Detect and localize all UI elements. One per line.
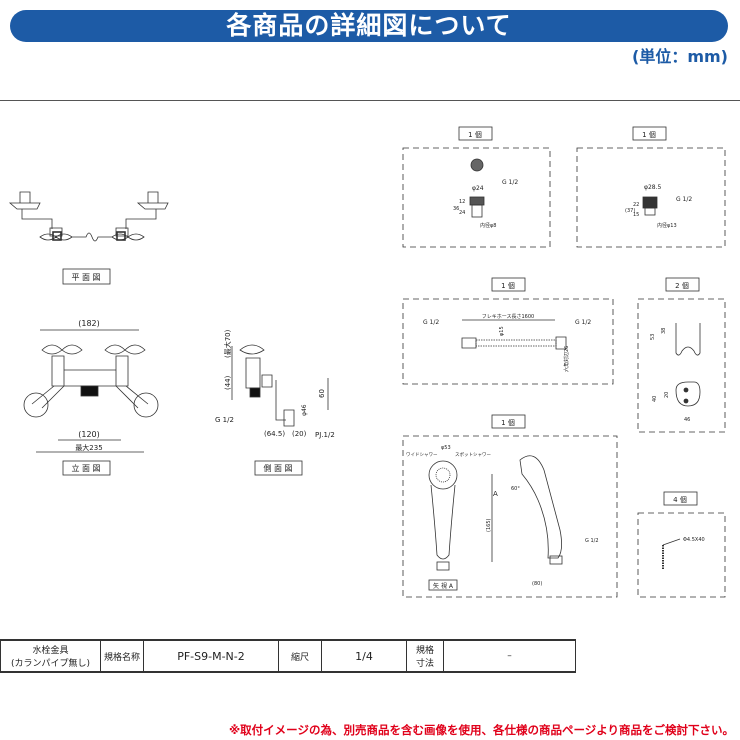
holder-qty: 2 個	[675, 281, 689, 290]
hose-d15: φ15	[499, 326, 505, 336]
model-value: PF-S9-M-N-2	[143, 639, 279, 673]
footnote: ※取付イメージの為、別売商品を含む画像を使用、各仕様の商品ページより商品をご検討…	[229, 723, 734, 737]
shower-arrow-a: A	[493, 490, 498, 498]
scale-label: 縮尺	[278, 639, 322, 673]
adapter1-qty: 1 個	[468, 130, 482, 139]
size-value: –	[443, 639, 576, 673]
shower-d53: φ53	[441, 445, 451, 451]
adapter2-h15: 15	[633, 212, 639, 218]
shower-w80: (80)	[532, 581, 542, 587]
adapter1-h36: 36	[453, 206, 459, 212]
shower-head-drawing: 1 個 φ53 ワイドシャワー スポットシャワー 矢 視 A A 60° (16…	[402, 414, 618, 598]
table-row: 水栓金具 (カランパイプ無し) 規格名称 PF-S9-M-N-2 縮尺 1/4 規…	[0, 639, 576, 673]
shower-spot: スポットシャワー	[455, 451, 491, 458]
divider	[0, 100, 740, 101]
shower-qty: 1 個	[501, 418, 515, 427]
page-title: 各商品の詳細図について	[10, 10, 728, 42]
hose-qty: 1 個	[501, 281, 515, 290]
dim-44: (44)	[224, 375, 232, 390]
dim-120: (120)	[78, 430, 100, 439]
adapter1-h24: 24	[459, 210, 465, 216]
shower-wide: ワイドシャワー	[406, 452, 438, 458]
shower-angle: 60°	[511, 486, 520, 492]
dim-max70: (最大70)	[223, 329, 232, 358]
faucet-side-view: (最大70) (44) 60 φ46 G 1/2 PJ.1/2 (64.5) (…	[215, 329, 335, 476]
plan-view-label: 平 面 図	[71, 273, 100, 282]
dim-64-5: (64.5)	[264, 430, 285, 438]
screw-qty: 4 個	[673, 495, 687, 504]
shower-h165: (165)	[486, 519, 492, 532]
adapter1-h12: 12	[459, 199, 465, 205]
dim-20: (20)	[292, 430, 307, 438]
adapter-1-drawing: 1 個 φ24 G 1/2 36 12 24 内径φ8	[402, 126, 551, 248]
product-name-line2: (カランパイプ無し)	[10, 659, 91, 669]
size-label-2: 寸法	[415, 659, 434, 669]
dim-max235: 最大235	[75, 443, 102, 452]
adapter1-g: G 1/2	[502, 179, 518, 186]
spec-table: 水栓金具 (カランパイプ無し) 規格名称 PF-S9-M-N-2 縮尺 1/4 規…	[0, 639, 576, 673]
dim-46: φ46	[301, 404, 308, 416]
g12-label: G 1/2	[215, 416, 234, 424]
screw-drawing: 4 個 Φ4.5X40	[637, 491, 726, 598]
faucet-front-view: (182) (120) 最大235 立 面 図	[23, 319, 159, 476]
unit-label: (単位：mm)	[632, 47, 728, 66]
hose-length: フレキホース長さ1600	[482, 313, 534, 320]
faucet-plan-view: 平 面 図	[8, 191, 169, 285]
adapter2-h22: 22	[633, 202, 639, 208]
hose-g-right: G 1/2	[575, 319, 591, 326]
hose-g-left: G 1/2	[423, 319, 439, 326]
size-label-1: 規格	[415, 646, 434, 656]
pj12-label: PJ.1/2	[315, 431, 335, 439]
shower-g: G 1/2	[585, 538, 599, 544]
product-name-line1: 水栓金具	[32, 646, 69, 656]
holder-h40: 40	[652, 396, 658, 402]
holder-h20: 20	[664, 392, 670, 398]
scale-value: 1/4	[321, 639, 407, 673]
holder-w46: 46	[684, 417, 690, 423]
adapter-2-drawing: 1 個 φ28.5 G 1/2 (37) 22 15 内径φ13	[576, 126, 726, 248]
holder-h38: 38	[661, 328, 667, 334]
hose-drawing: 1 個 フレキホース長さ1600 G 1/2 G 1/2 φ15 六角対辺26	[402, 277, 614, 385]
model-label: 規格名称	[100, 639, 144, 673]
adapter1-d24: φ24	[472, 185, 484, 192]
screw-size: Φ4.5X40	[683, 537, 705, 543]
holder-h53: 53	[650, 334, 656, 340]
adapter2-h37: (37)	[625, 208, 635, 214]
shower-view-a: 矢 視 A	[433, 582, 454, 590]
hose-nut: 六角対辺26	[563, 346, 570, 372]
adapter1-inner: 内径φ8	[480, 222, 496, 229]
adapter2-qty: 1 個	[642, 130, 656, 139]
adapter2-g: G 1/2	[676, 196, 692, 203]
adapter2-d28: φ28.5	[644, 184, 662, 191]
adapter2-inner: 内径φ13	[657, 222, 677, 229]
dim-60: 60	[318, 389, 326, 398]
dim-182: (182)	[78, 319, 100, 328]
front-view-label: 立 面 図	[71, 463, 100, 473]
side-view-label: 側 面 図	[263, 463, 292, 473]
holder-drawing: 2 個 53 38 40 20 46	[637, 277, 726, 433]
